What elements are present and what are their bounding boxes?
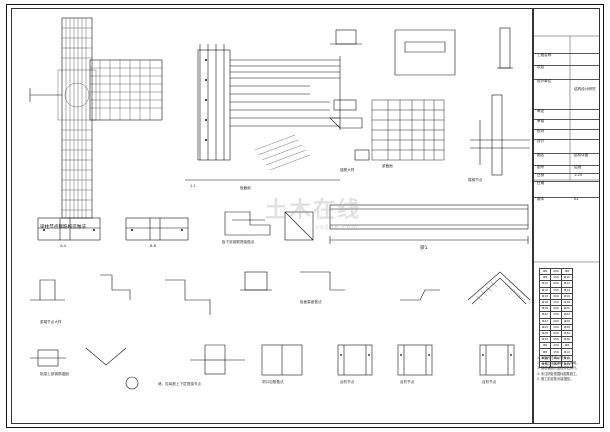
tb-label: 图号 xyxy=(537,165,545,169)
caption-slab-sc: 板截面 xyxy=(240,186,251,190)
tb-label: 工程名称 xyxy=(537,53,552,57)
tb-row: 比例 1:20 xyxy=(534,173,599,177)
note-line: 4. 未注明处按国标图集施工。 xyxy=(537,371,580,376)
note-line: 1. 本图尺寸均以毫米计。 xyxy=(537,356,573,360)
long-beam-elevation xyxy=(329,204,529,244)
tb-label: 设计单位 xyxy=(537,79,552,83)
title-block: 工程名称 项目 设计单位 结构设计研究 审定 审核 校对 设计 图名 xyxy=(533,8,600,424)
tb-label: 比例 xyxy=(537,173,545,177)
drawing-area xyxy=(11,8,533,424)
tb-row: 审核 xyxy=(534,119,599,123)
tb-label: 版本 xyxy=(537,197,545,201)
tb-row: 图号 结施 xyxy=(534,165,599,169)
tb-row: 设计单位 结构设计研究 xyxy=(534,79,599,91)
caption-section-aa: A-A xyxy=(60,244,67,248)
caption-stair-node: 楼梯节点 xyxy=(468,178,483,182)
outer-frame xyxy=(6,4,604,428)
tb-label: 日期 xyxy=(537,181,545,185)
tb-row: 校对 xyxy=(534,129,599,133)
caption-opening: 洞口加筋做法 xyxy=(262,380,284,384)
tb-label: 审定 xyxy=(537,109,545,113)
tb-row: 工程名称 xyxy=(534,53,599,57)
caption-stair-a: 台阶节点 xyxy=(340,380,355,384)
note-line: 3. 钢筋锚固长度按规范执行。 xyxy=(537,366,580,371)
caption-slab-lap: 板下皮钢筋搭接做法 xyxy=(222,240,255,244)
caption-slab-step: 板面高差做法 xyxy=(300,300,322,304)
caption-stair-b: 台阶节点 xyxy=(400,380,415,384)
tb-value: A1 xyxy=(574,197,579,201)
watermark-sub: co188.com xyxy=(316,224,359,231)
note-line: 5. 施工前应核对建施图。 xyxy=(537,376,573,381)
tb-row: 版本 A1 xyxy=(534,197,599,201)
tb-value: 结构详图 xyxy=(574,153,589,157)
section-bb xyxy=(125,217,189,241)
spec-cell: Φ14 xyxy=(561,360,573,369)
caption-joist: 梁1 xyxy=(420,246,428,251)
tb-label: 校对 xyxy=(537,129,545,133)
caption-col-joint: 梁柱节点钢筋构造做法 xyxy=(40,225,86,230)
beam-column-elevation xyxy=(470,94,530,176)
tb-row: 项目 xyxy=(534,65,599,69)
tb-value: 结施 xyxy=(574,165,582,169)
slab-lap-detail xyxy=(224,211,271,236)
caption-dowel: 锚筋大样 xyxy=(340,168,355,172)
tb-value: 结构设计研究 xyxy=(574,87,596,91)
opening-detail xyxy=(284,211,314,241)
tb-row: 设计 xyxy=(534,139,599,143)
caption-wall-col: 墙、柱纵筋上下层搭接节点 xyxy=(158,382,202,386)
row3-details xyxy=(30,271,531,315)
watermark: 土木在线 xyxy=(265,198,362,223)
tb-label: 审核 xyxy=(537,119,545,123)
caption-section-bb: B-B xyxy=(150,244,157,248)
small-sections xyxy=(329,27,513,161)
rebar-table-lines xyxy=(371,99,445,161)
tb-label: 设计 xyxy=(537,139,545,143)
caption-section-11: 1-1 xyxy=(190,184,196,188)
row4-details xyxy=(30,344,515,390)
caption-beam-sc: 梁截面 xyxy=(382,164,393,168)
tb-row: 图名 结构详图 xyxy=(534,153,599,157)
caption-beam-end: 梁端节点大样 xyxy=(40,320,62,324)
general-notes: 1. 本图尺寸均以毫米计。 2. 混凝土强度等级见总说明。 3. 钢筋锚固长度按… xyxy=(537,356,597,382)
section-aa xyxy=(37,217,101,241)
note-line: 2. 混凝土强度等级见总说明。 xyxy=(537,361,580,366)
tb-value: 1:20 xyxy=(574,173,583,177)
caption-beam-hook: 挑梁上部钢筋锚固 xyxy=(40,372,69,376)
tb-row: 日期 xyxy=(534,181,599,185)
caption-stair-c: 台阶节点 xyxy=(482,380,497,384)
beam-end-detail xyxy=(185,44,341,181)
tb-label: 项目 xyxy=(537,65,545,69)
tb-row: 审定 xyxy=(534,109,599,113)
tb-label: 图名 xyxy=(537,153,545,157)
